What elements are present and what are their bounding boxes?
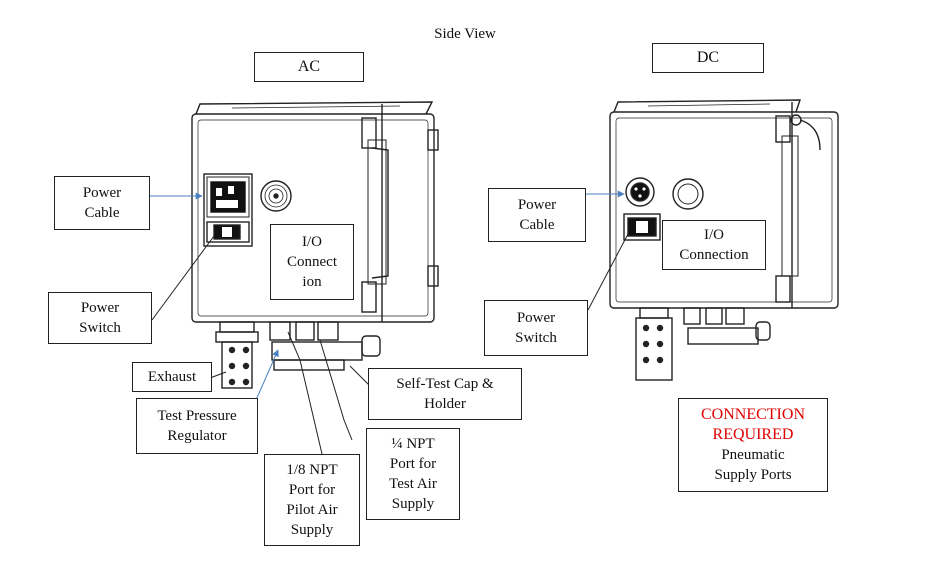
label-line: Supply [391, 496, 435, 512]
label-line: Cable [519, 217, 555, 233]
ac-test-pressure-regulator-label: Test Pressure Regulator [136, 398, 258, 454]
notice-desc-line-2: Supply Ports [714, 467, 792, 483]
ac-device [191, 101, 439, 389]
label-line: Port for [389, 456, 437, 472]
ac-power-cable-label: Power Cable [54, 176, 150, 230]
label-line: I/O [302, 234, 322, 250]
view-title: Side View [434, 26, 496, 42]
label-line: Port for [288, 482, 336, 498]
ac-npt-14-label: ¼ NPT Port for Test Air Supply [366, 428, 460, 520]
label-line: ¼ NPT [391, 436, 435, 452]
dc-device [609, 99, 839, 381]
dc-io-connection-label: I/O Connection [662, 220, 766, 270]
ac-heading: AC [254, 52, 364, 82]
leader-lines [150, 190, 629, 455]
label-line: Cable [84, 205, 120, 221]
label-line: Self-Test Cap & [396, 376, 494, 392]
label-line: 1/8 NPT [286, 462, 338, 478]
notice-desc-line-1: Pneumatic [721, 447, 785, 463]
label-line: Pilot Air [286, 502, 338, 518]
label-line: Connect [287, 254, 337, 270]
label-line: Power [517, 197, 557, 213]
label-line: I/O [704, 227, 724, 243]
label-line: Power [516, 310, 556, 326]
label-line: Test Pressure [157, 408, 237, 424]
label-line: Power [82, 185, 122, 201]
dc-heading: DC [652, 43, 764, 73]
label-line: Power [80, 300, 120, 316]
label-line: Regulator [167, 428, 227, 444]
ac-npt-18-label: 1/8 NPT Port for Pilot Air Supply [264, 454, 360, 546]
label-line: Switch [79, 320, 121, 336]
label-line: Supply [290, 522, 334, 538]
required-line-1: CONNECTION [701, 406, 805, 423]
label-line: Test Air [389, 476, 437, 492]
connection-required-notice: CONNECTION REQUIRED Pneumatic Supply Por… [678, 398, 828, 492]
ac-exhaust-label: Exhaust [132, 362, 212, 392]
ac-power-switch-label: Power Switch [48, 292, 152, 344]
required-line-2: REQUIRED [712, 426, 794, 443]
label-line: Holder [424, 396, 466, 412]
ac-io-connection-label: I/O Connect ion [270, 224, 354, 300]
label-line: ion [302, 274, 322, 290]
label-line: Switch [515, 330, 557, 346]
ac-self-test-cap-label: Self-Test Cap & Holder [368, 368, 522, 420]
dc-power-switch-label: Power Switch [484, 300, 588, 356]
label-line: Connection [679, 247, 749, 263]
dc-power-cable-label: Power Cable [488, 188, 586, 242]
